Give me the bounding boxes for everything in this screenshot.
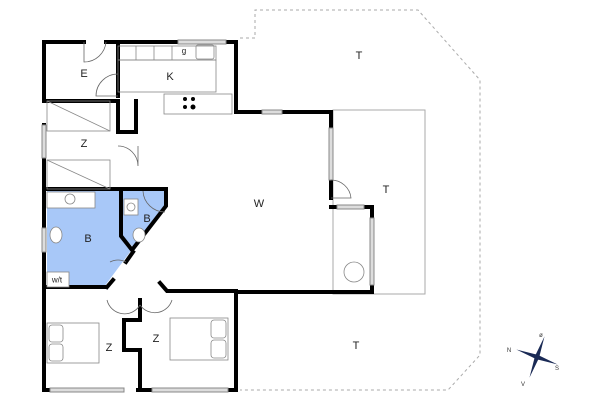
room-label-bathroom-1: B: [84, 233, 92, 245]
terrace-deck: [332, 109, 426, 295]
stove-icon: [183, 97, 196, 110]
compass-label-west: V: [520, 382, 526, 388]
bathroom-fixtures: [46, 191, 146, 288]
room-label-bathroom-2: B: [143, 213, 151, 225]
room-label-bedroom-1: Z: [80, 138, 88, 150]
compass-icon: [516, 336, 558, 378]
kitchen-fixtures: [117, 44, 233, 115]
bunk-beds: [46, 100, 111, 190]
doors: [83, 41, 352, 315]
room-label-bedroom-3: Z: [152, 333, 160, 345]
room-label-bedroom-2: Z: [105, 342, 113, 354]
compass-label-south: S: [554, 366, 560, 372]
compass-label-east: ø: [539, 333, 543, 339]
compass-label-north: N: [506, 348, 512, 354]
terrace-boundary: [240, 9, 481, 391]
double-beds: [46, 317, 229, 364]
washer-dryer-label: w/t: [51, 275, 63, 285]
appliance-label: g: [181, 46, 187, 56]
room-label-terrace-east: T: [382, 184, 390, 196]
room-label-terrace-north: T: [355, 50, 363, 62]
room-label-kitchen: K: [166, 71, 174, 83]
walls: [42, 40, 374, 392]
stove-fireplace-icon: [343, 261, 365, 283]
room-label-entrance: E: [80, 68, 88, 80]
room-label-terrace-south: T: [352, 340, 360, 352]
bathroom-1-floor: [47, 191, 133, 287]
windows: [41, 39, 375, 393]
room-label-living-room: W: [253, 198, 265, 210]
